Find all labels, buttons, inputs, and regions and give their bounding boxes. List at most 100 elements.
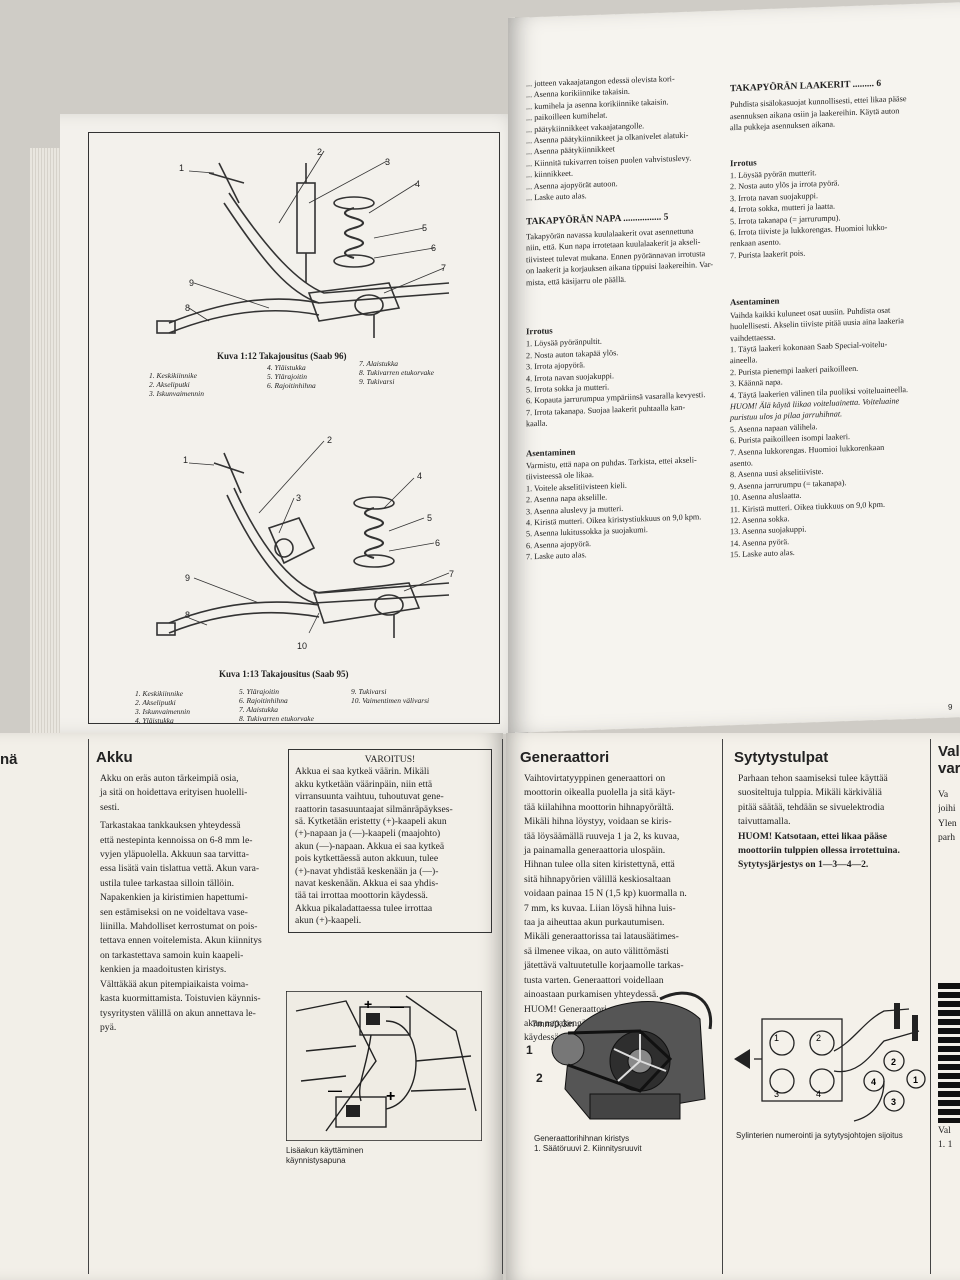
- figure-1-13-legend-col3: 9. Tukivarsi 10. Vaimentimen välivarsi: [351, 687, 429, 705]
- text-line: voidaan painaa 15 N (1,5 kp) kuormalla n…: [524, 888, 687, 900]
- text-line: navat keskenään. Akkua ei saa yhdis-: [295, 878, 439, 890]
- legend-item: 6. Rajoitinhihna: [267, 381, 316, 390]
- column-rule: [502, 739, 503, 1274]
- legend-item: 2. Akseliputki: [135, 698, 176, 707]
- gen-callout-1: 1: [526, 1043, 533, 1057]
- text-line: Mikäli generaattorissa tai latausäätimes…: [524, 931, 679, 943]
- legend-item: 10. Vaimentimen välivarsi: [351, 696, 430, 705]
- text-line: 7 mm, ks kuvaa. Liian löysä hihna luis-: [524, 902, 676, 914]
- cylinder-label: 1: [774, 1033, 779, 1043]
- text-line: ainoastaan purkamisen yhteydessä.: [524, 989, 659, 1001]
- edge-figure-fragment: [938, 983, 960, 1123]
- legend-item: 3. Iskunvaimennin: [135, 707, 190, 716]
- text-line: että nestepinta kennoissa on 6-8 mm le-: [100, 834, 253, 846]
- text-column-2: TAKAPYÖRÄN LAAKERIT ......... 6 Puhdista…: [730, 76, 952, 561]
- text-line: Parhaan tehon saamiseksi tulee käyttää: [738, 773, 888, 784]
- text-line: tysyritysten välillä on akun annettava l…: [100, 1007, 256, 1019]
- text-line: kenkien ja maadoitusten kiristys.: [100, 964, 227, 976]
- warning-title: VAROITUS!: [364, 754, 416, 765]
- jump-start-illustration: + — — +: [286, 991, 482, 1141]
- text-line: tää löysäämällä ruuveja 1 ja 2, ks kuvaa…: [524, 830, 680, 842]
- text-line: kasta kuormittamista. Toistuvien käynnis…: [100, 993, 261, 1005]
- column-rule: [930, 739, 931, 1274]
- legend-item: 1. Keskikiinnike: [149, 371, 197, 380]
- callout-9: 9: [185, 573, 191, 583]
- figure-1-13-legend-col2: 5. Ylärajoitin 6. Rajoitinhihna 7. Alais…: [239, 687, 314, 723]
- belt-deflection-label: 7mm/0,3in: [532, 1019, 575, 1029]
- text-line: taivuttamalla.: [738, 816, 791, 828]
- callout-1: 1: [179, 163, 185, 173]
- text-line: akun (+)-kaapeli.: [295, 915, 362, 927]
- plug-label: 3: [891, 1097, 896, 1107]
- text-line: moottorin oikealla puolella ja sitä käyt…: [524, 787, 676, 799]
- callout-4: 4: [415, 179, 421, 189]
- svg-text:—: —: [328, 1082, 342, 1098]
- legend-item: 5. Ylärajoitin: [239, 687, 280, 696]
- legend-item: 9. Tukivarsi: [351, 687, 387, 696]
- legend-item: 8. Tukivarren etukorvake: [359, 368, 434, 377]
- text-line: ja painamalla generaattoria ulospäin.: [524, 845, 666, 857]
- text-line: jätettävä valtuutetulle korjaamolle tark…: [524, 960, 684, 972]
- callout-3: 3: [296, 493, 302, 503]
- legend-item: 9. Tukivarsi: [359, 377, 395, 386]
- text-line: Vaihtovirtatyyppinen generaattori on: [524, 773, 666, 784]
- svg-text:+: +: [364, 996, 372, 1012]
- text-line: sä. Kytketään eristetty (+)-kaapeli akun: [295, 816, 447, 828]
- cylinder-label: 4: [816, 1089, 821, 1099]
- owner-booklet: nä Akku Akku on eräs auton tärkeimpiä os…: [0, 733, 960, 1280]
- column-rule: [722, 739, 723, 1274]
- text-line: sesti.: [100, 801, 120, 813]
- edge-heading-fragment: nä: [0, 751, 18, 768]
- callout-8: 8: [185, 610, 191, 620]
- generator-caption: Generaattorihihnan kiristys 1. Säätöruuv…: [534, 1134, 642, 1154]
- text-line: HUOM! Generaattori vahingoittuu, jos: [524, 1003, 674, 1015]
- text-line: raattorin tasasuuntaajat silmänräpäykses…: [295, 803, 453, 815]
- figure-1-12-legend-col2: 4. Yläistukka 5. Ylärajoitin 6. Rajoitin…: [267, 363, 316, 390]
- warning-box: VAROITUS! Akkua ei saa kytkeä väärin. Mi…: [288, 749, 492, 933]
- legend-item: 5. Ylärajoitin: [267, 372, 308, 381]
- column-rule: [88, 739, 89, 1274]
- text-line: sen estämiseksi on ne voideltava vase-: [100, 906, 248, 918]
- cylinder-label: 2: [816, 1033, 821, 1043]
- booklet-right-page: Generaattori Vaihtovirtatyyppinen genera…: [506, 733, 960, 1280]
- text-line: vyjen yläpuolella. Akkuun saa tarvitta-: [100, 849, 249, 861]
- plug-label: 1: [913, 1075, 918, 1085]
- page-number: 9: [948, 702, 953, 712]
- manual-book: 1 2 3 4 5 6 7 8 9 Kuva 1:12 Takajousitus…: [30, 2, 960, 748]
- text-line: HUOM! Katsotaan, ettei likaa pääse: [738, 830, 887, 842]
- callout-2: 2: [317, 147, 323, 157]
- text-line: (+)-napaan ja (—)-kaapeli (maajohto): [295, 828, 441, 840]
- legend-item: 7. Alaistukka: [239, 705, 279, 714]
- text-line: Välttäkää akun pitempiaikaista voima-: [100, 978, 249, 990]
- text-line: suositeltuja tulppia. Mikäli kärkiväliä: [738, 787, 882, 799]
- legend-item: 2. Akseliputki: [149, 380, 190, 389]
- sytytystulpat-heading: Sytytystulpat: [734, 749, 829, 766]
- callout-5: 5: [427, 513, 433, 523]
- legend-item: 3. Iskunvaimennin: [149, 389, 204, 398]
- text-line: Tarkastakaa tankkauksen yhteydessä: [100, 820, 241, 832]
- text-line: Akkua pikaladattaessa tulee irrottaa: [295, 902, 433, 914]
- caption-line: Generaattorihihnan kiristys: [534, 1134, 630, 1143]
- caption-line: käynnistysapuna: [286, 1156, 346, 1165]
- text-line: (+)-navat yhdistää keskenään ja (—)-: [295, 865, 439, 877]
- text-line: essa lisätä vain tislattua vettä. Akun v…: [100, 863, 260, 875]
- section-heading-laakerit: TAKAPYÖRÄN LAAKERIT ......... 6: [730, 78, 882, 95]
- legend-item: 4. Yläistukka: [267, 363, 306, 372]
- text-line: tää tai irrottaa moottorin käydessä.: [295, 890, 428, 902]
- text-line: Napakenkien ja kiristimien hapettumi-: [100, 892, 248, 904]
- text-line: Hihnan tulee olla siten kiristettynä, et…: [524, 859, 675, 871]
- edge-text-fragment: Va joihi Ylen parh: [938, 789, 957, 844]
- text-line: Sytytysjärjestys on 1—3—4—2.: [738, 859, 869, 871]
- figure-1-13-legend-col1: 1. Keskikiinnike 2. Akseliputki 3. Iskun…: [135, 689, 190, 725]
- text-line: moottoriin tulppien ollessa irrotettuina…: [738, 845, 900, 857]
- akku-text: Akku on eräs auton tärkeimpiä osia, ja s…: [100, 773, 285, 1036]
- text-line: ja sitä on hoidettava erityisen huolelli…: [100, 787, 248, 799]
- generaattori-heading: Generaattori: [520, 749, 610, 766]
- text-line: pois kytkettäessä auton akkuun, tulee: [295, 853, 439, 865]
- legend-item: 1. Keskikiinnike: [135, 689, 183, 698]
- spark-plug-wiring-diagram: 1 2 3 4 4 2 3 1: [734, 1003, 926, 1122]
- spark-plug-caption: Sylinterien numerointi ja sytytysjohtoje…: [736, 1131, 903, 1140]
- rear-suspension-diagram-saab95: [156, 440, 450, 638]
- callout-7: 7: [449, 569, 455, 579]
